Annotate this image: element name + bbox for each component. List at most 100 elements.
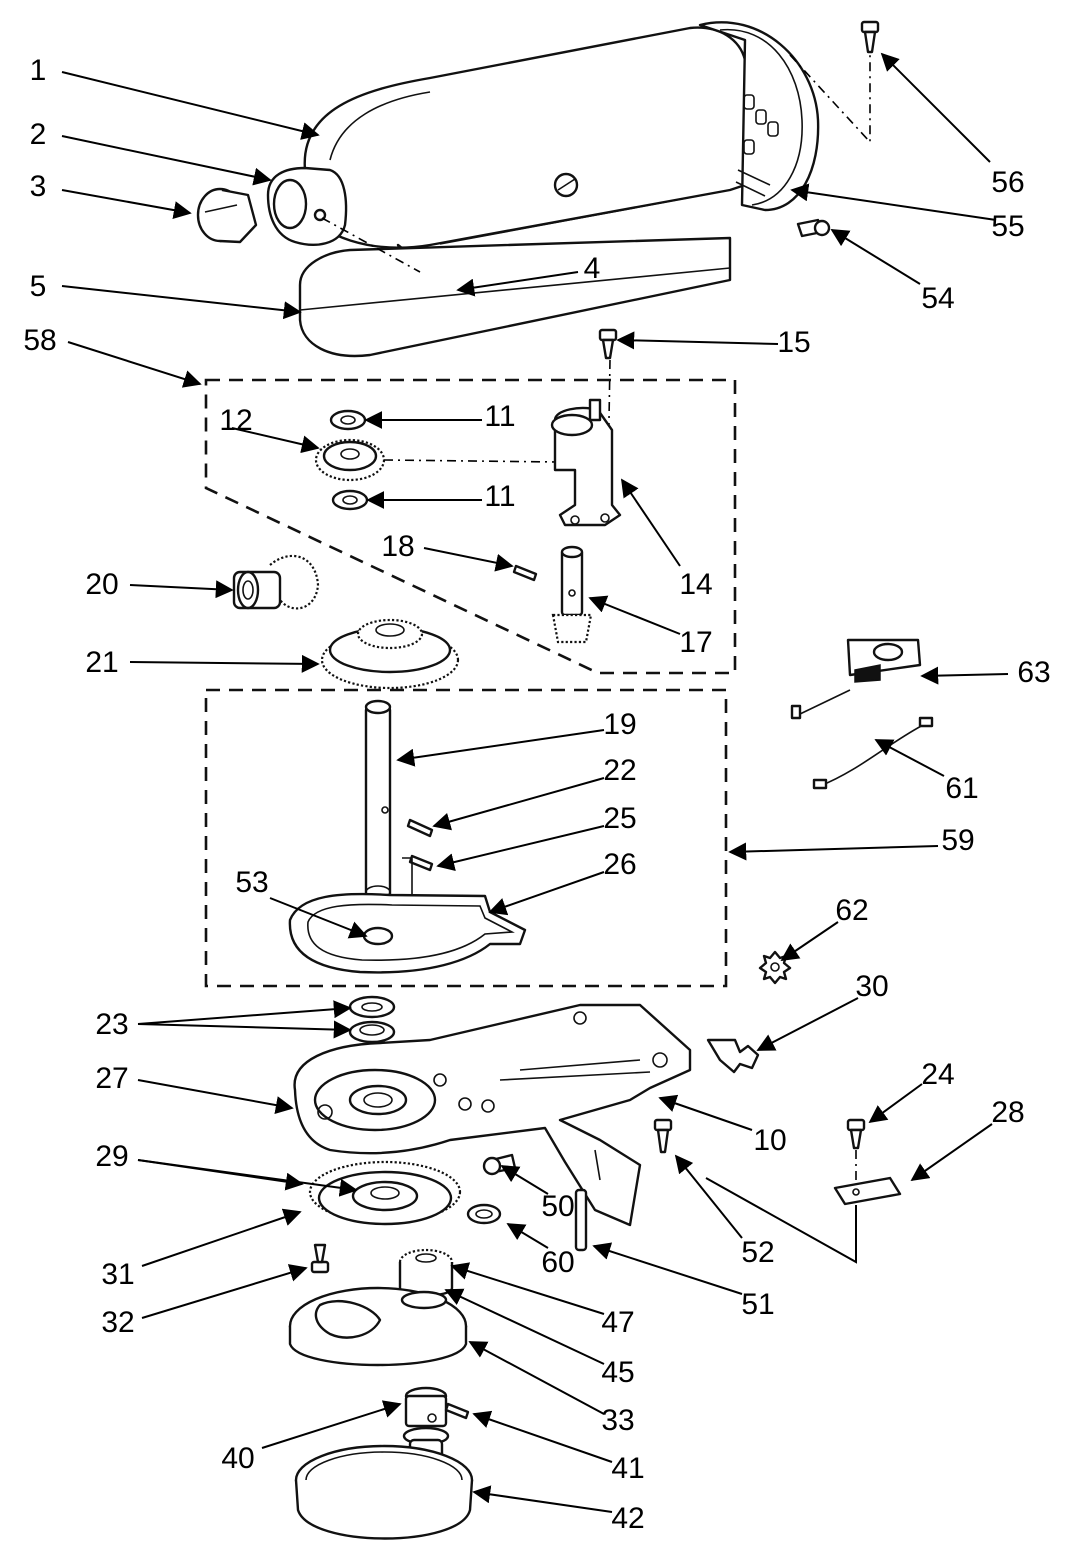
pin-51: [574, 1188, 588, 1252]
leader-line-17: [588, 595, 681, 635]
assembly-59-boundary: [204, 688, 728, 988]
callout-28: 28: [991, 1096, 1024, 1129]
leader-line-28: [910, 1123, 993, 1182]
callout-53: 53: [235, 866, 268, 899]
leader-line-19: [396, 729, 605, 767]
leader-line-47: [450, 1262, 605, 1315]
leader-line-21: [129, 654, 320, 673]
callout-25: 25: [603, 802, 636, 835]
callout-10: 10: [753, 1124, 786, 1157]
assembly-58-boundary: [204, 378, 737, 675]
leader-line-51: [592, 1242, 743, 1295]
callout-45: 45: [601, 1356, 634, 1389]
leader-line-14: [620, 478, 681, 567]
bottom-ring-42: [294, 1444, 474, 1540]
leader-line-56: [880, 52, 991, 163]
leader-line-5: [61, 285, 302, 320]
planetary-shaft: [364, 699, 392, 904]
leader-line-62: [780, 921, 839, 962]
callout-11: 11: [484, 480, 515, 513]
trim-band: [298, 236, 732, 358]
callout-32: 32: [101, 1306, 134, 1339]
leader-line-33: [468, 1341, 605, 1415]
callout-29: 29: [95, 1140, 128, 1173]
callout-14: 14: [679, 568, 712, 601]
leader-line-10: [658, 1094, 753, 1131]
callout-60: 60: [541, 1246, 574, 1279]
callout-15: 15: [777, 326, 810, 359]
rear-cover: [698, 21, 820, 212]
callout-30: 30: [855, 970, 888, 1003]
gear-bracket: [550, 398, 622, 527]
callout-47: 47: [601, 1306, 634, 1339]
callout-11: 11: [484, 400, 515, 433]
wire-strip: [812, 716, 934, 790]
leader-line-24: [868, 1083, 923, 1124]
leader-line-41: [472, 1410, 613, 1463]
leader-line-61: [874, 739, 945, 777]
callout-51: 51: [741, 1288, 774, 1321]
callout-12: 12: [219, 404, 252, 437]
callout-17: 17: [679, 626, 712, 659]
leader-line-32: [141, 1264, 308, 1319]
callout-42: 42: [611, 1502, 644, 1535]
callout-27: 27: [95, 1062, 128, 1095]
pin-18: [512, 564, 538, 582]
leader-line-23: [137, 1000, 352, 1025]
leader-line-18: [423, 547, 514, 572]
callout-23: 23: [95, 1008, 128, 1041]
leader-line-45: [444, 1288, 605, 1365]
bracket-28: [833, 1176, 902, 1206]
callout-54: 54: [921, 282, 954, 315]
callout-21: 21: [85, 646, 118, 679]
screw-24: [846, 1118, 866, 1150]
callout-3: 3: [30, 170, 47, 203]
callout-20: 20: [85, 568, 118, 601]
washer-60: [466, 1203, 502, 1225]
worm-shaft: [551, 545, 593, 644]
leader-line-29-secondary: [137, 1159, 304, 1191]
callout-31: 31: [101, 1258, 134, 1291]
callout-55: 55: [991, 210, 1024, 243]
pin-41: [444, 1402, 470, 1420]
hub-cover: [266, 166, 348, 246]
leader-line-27: [137, 1079, 294, 1114]
callout-59: 59: [941, 824, 974, 857]
motor-housing: [303, 26, 747, 249]
leader-line-55: [790, 183, 997, 221]
leader-line-60: [506, 1223, 549, 1249]
callout-40: 40: [221, 1442, 254, 1475]
leader-line-42: [472, 1485, 613, 1513]
gasket: [288, 892, 527, 974]
screw-32: [310, 1243, 330, 1274]
screw-52: [653, 1118, 673, 1154]
screw-54: [796, 218, 831, 238]
leader-line-53: [269, 897, 368, 939]
leader-line-25: [436, 825, 605, 871]
callout-5: 5: [30, 270, 47, 303]
callout-50: 50: [541, 1190, 574, 1223]
ring-gear-31: [308, 1160, 462, 1226]
callout-63: 63: [1017, 656, 1050, 689]
leader-line-30: [756, 997, 859, 1051]
leader-line-40: [261, 1400, 402, 1449]
callout-41: 41: [611, 1452, 644, 1485]
screw-56: [860, 20, 880, 54]
leader-line-58: [67, 341, 202, 388]
callout-1: 1: [30, 54, 47, 87]
callout-22: 22: [603, 754, 636, 787]
latch-30: [706, 1038, 760, 1074]
washer-top: [329, 409, 367, 431]
leader-line-3: [61, 189, 192, 219]
callout-61: 61: [945, 772, 978, 805]
callout-26: 26: [603, 848, 636, 881]
callout-62: 62: [835, 894, 868, 927]
leader-line-12: [231, 427, 320, 454]
callout-leaders: [61, 52, 1009, 1513]
gear-housing: [293, 1003, 692, 1227]
callout-18: 18: [381, 530, 414, 563]
leader-line-54: [830, 229, 921, 285]
clutch-sleeve: [232, 554, 320, 610]
pin-22: [406, 818, 434, 838]
